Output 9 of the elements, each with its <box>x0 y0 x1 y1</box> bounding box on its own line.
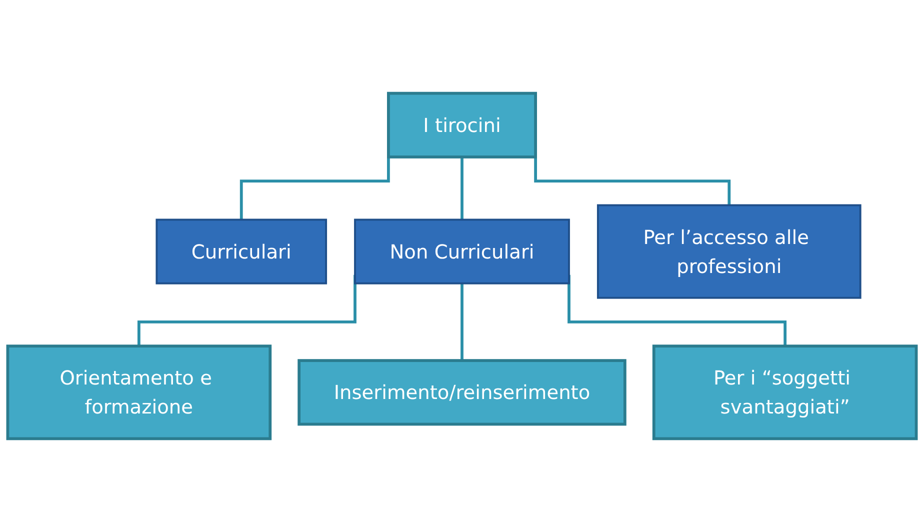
node-box: Curriculari <box>156 218 328 284</box>
connector <box>460 156 464 222</box>
node-box: Per i “soggetti svantaggiati” <box>652 344 918 440</box>
node-box: Orientamento e formazione <box>6 344 272 440</box>
connector <box>460 283 464 362</box>
node-box: Inserimento/reinserimento <box>298 359 626 426</box>
node-box: Non Curriculari <box>354 218 570 284</box>
node-box: I tirocini <box>387 92 537 158</box>
node-box: Per l’accesso alle professioni <box>596 204 862 299</box>
